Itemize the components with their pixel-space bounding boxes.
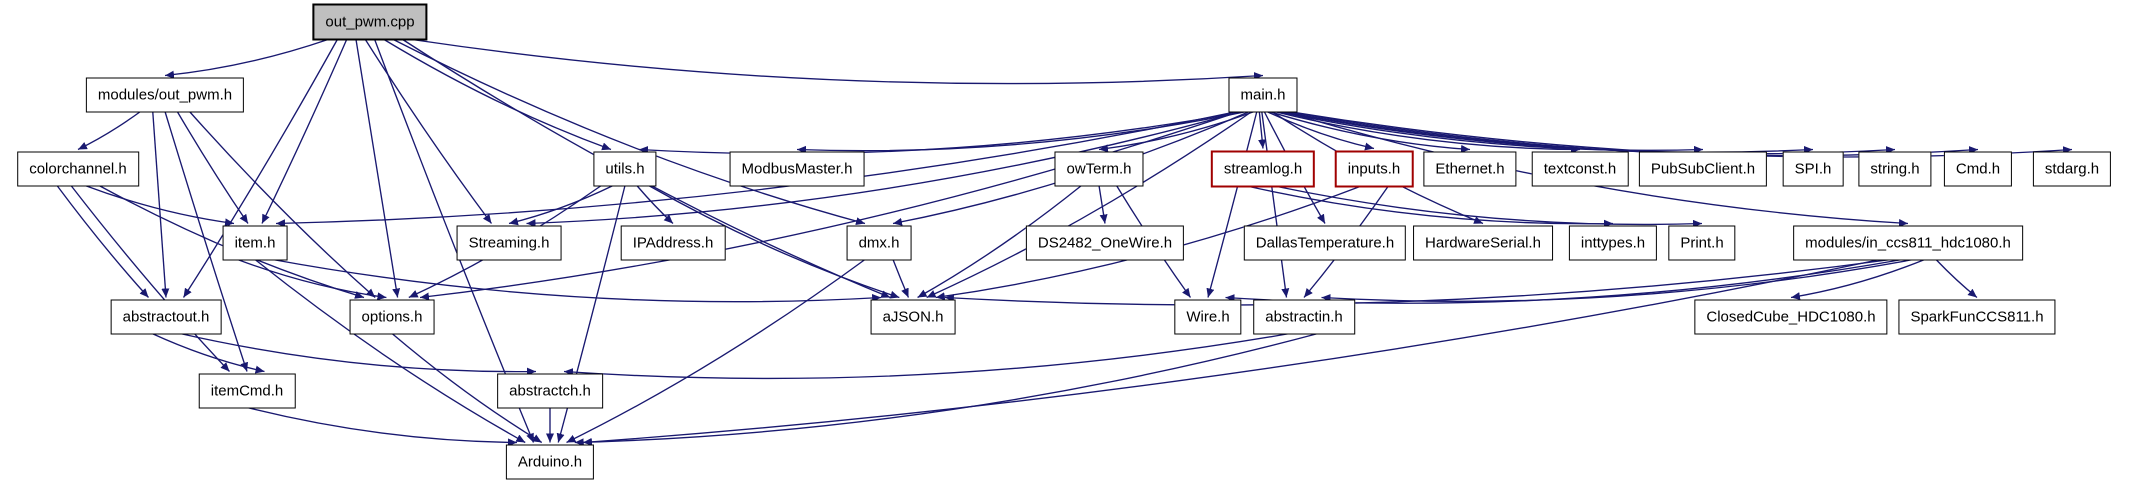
graph-node-itemcmd_h[interactable]: itemCmd.h [198, 373, 296, 409]
graph-node-options_h[interactable]: options.h [349, 299, 435, 335]
edge-main_h-ajson_h [926, 110, 1253, 299]
edge-utils_h-streaming_h [508, 184, 614, 226]
edge-abstractout_h-abstractch_h [179, 332, 537, 376]
edge-out_pwm_cpp-dmx_h [393, 38, 866, 226]
edge-main_h-wire_h [1206, 111, 1258, 298]
edge-in_ccs811_hdc1080_h-ajson_h [944, 258, 1892, 306]
edge-main_h-streamlog_h [1258, 111, 1267, 149]
graph-node-modules_out_pwm_h[interactable]: modules/out_pwm.h [85, 77, 245, 113]
graph-node-abstractin_h[interactable]: abstractin.h [1253, 299, 1355, 335]
graph-node-colorchannel_h[interactable]: colorchannel.h [17, 151, 139, 187]
graph-node-sparkfunccs811_h[interactable]: SparkFunCCS811.h [1898, 299, 2056, 335]
edge-owterm_h-ds2482_onewire_h [1098, 185, 1108, 224]
graph-node-ds2482_onewire_h[interactable]: DS2482_OneWire.h [1025, 225, 1185, 261]
edge-modules_out_pwm_h-colorchannel_h [77, 110, 141, 151]
graph-node-closedcube_hdc1080_h[interactable]: ClosedCube_HDC1080.h [1694, 299, 1888, 335]
edge-abstractout_h-itemcmd_h [151, 332, 265, 374]
edge-in_ccs811_hdc1080_h-abstractin_h [1321, 258, 1914, 303]
graph-node-modbusmaster_h[interactable]: ModbusMaster.h [729, 151, 865, 187]
graph-node-utils_h[interactable]: utils.h [593, 151, 657, 187]
graph-node-streamlog_h[interactable]: streamlog.h [1210, 150, 1316, 188]
edge-utils_h-ipaddress_h [636, 185, 674, 224]
edge-out_pwm_cpp-options_h [355, 39, 401, 298]
edge-colorchannel_h-itemcmd_h [70, 185, 230, 372]
edge-owterm_h-ajson_h [917, 184, 1082, 299]
edge-colorchannel_h-abstractout_h [56, 185, 150, 298]
edge-colorchannel_h-item_h [84, 184, 235, 227]
edge-out_pwm_cpp-streaming_h [364, 39, 493, 224]
edge-modules_out_pwm_h-item_h [176, 111, 249, 224]
edge-options_h-arduino_h [391, 332, 543, 444]
edge-streamlog_h-inttypes_h [1248, 185, 1614, 228]
graph-node-owterm_h[interactable]: owTerm.h [1054, 151, 1144, 187]
edge-item_h-arduino_h [254, 258, 526, 444]
edge-dmx_h-ajson_h [892, 259, 910, 298]
graph-node-inputs_h[interactable]: inputs.h [1334, 150, 1414, 188]
edge-main_h-pubsubclient_h [1276, 110, 1704, 154]
edge-out_pwm_cpp-modules_out_pwm_h [164, 38, 329, 79]
edge-out_pwm_cpp-item_h [261, 39, 348, 224]
graph-node-wire_h[interactable]: Wire.h [1174, 299, 1242, 335]
edge-streamlog_h-print_h [1276, 185, 1703, 228]
edge-dmx_h-arduino_h [566, 258, 866, 444]
graph-node-print_h[interactable]: Print.h [1668, 225, 1736, 261]
edge-out_pwm_cpp-abstractout_h [182, 39, 338, 298]
edge-modules_out_pwm_h-abstractout_h [152, 111, 170, 298]
edge-main_h-cmd_h [1286, 110, 1979, 157]
edge-abstractin_h-abstractch_h [563, 332, 1291, 380]
edge-itemcmd_h-arduino_h [246, 406, 518, 447]
graph-node-inttypes_h[interactable]: inttypes.h [1568, 225, 1658, 261]
graph-node-ajson_h[interactable]: aJSON.h [870, 299, 956, 335]
graph-node-dallastemperature_h[interactable]: DallasTemperature.h [1243, 225, 1407, 261]
graph-node-dmx_h[interactable]: dmx.h [846, 225, 912, 261]
graph-node-hardwareserial_h[interactable]: HardwareSerial.h [1413, 225, 1553, 261]
edge-main_h-streaming_h [526, 110, 1243, 228]
edge-item_h-ajson_h [272, 258, 882, 303]
edge-main_h-modbusmaster_h [796, 110, 1248, 154]
graph-node-string_h[interactable]: string.h [1858, 151, 1932, 187]
edge-main_h-abstractin_h [1261, 111, 1290, 298]
graph-node-ipaddress_h[interactable]: IPAddress.h [620, 225, 726, 261]
graph-node-main_h[interactable]: main.h [1228, 77, 1298, 113]
graph-node-cmd_h[interactable]: Cmd.h [1943, 151, 2013, 187]
edge-main_h-inputs_h [1266, 110, 1375, 151]
graph-node-arduino_h[interactable]: Arduino.h [505, 444, 595, 480]
edge-modules_out_pwm_h-options_h [188, 111, 376, 299]
graph-node-ethernet_h[interactable]: Ethernet.h [1423, 151, 1517, 187]
graph-node-spi_h[interactable]: SPI.h [1782, 151, 1844, 187]
graph-node-abstractch_h[interactable]: abstractch.h [497, 373, 603, 409]
edge-utils_h-ajson_h [648, 184, 900, 299]
edge-in_ccs811_hdc1080_h-closedcube_hdc1080_h [1790, 258, 1926, 300]
edge-modules_out_pwm_h-itemcmd_h [164, 111, 248, 372]
graph-node-abstractout_h[interactable]: abstractout.h [110, 299, 222, 335]
edge-in_ccs811_hdc1080_h-wire_h [1225, 258, 1903, 304]
edge-out_pwm_cpp-main_h [411, 38, 1264, 85]
edge-main_h-utils_h [638, 110, 1245, 155]
edge-abstractin_h-arduino_h [574, 332, 1319, 447]
edge-in_ccs811_hdc1080_h-arduino_h [582, 258, 1881, 446]
edge-out_pwm_cpp-utils_h [383, 38, 612, 151]
graph-node-textconst_h[interactable]: textconst.h [1531, 151, 1629, 187]
edge-main_h-options_h [419, 110, 1240, 301]
graph-node-streaming_h[interactable]: Streaming.h [456, 225, 562, 261]
graph-node-in_ccs811_hdc1080_h[interactable]: modules/in_ccs811_hdc1080.h [1793, 225, 2023, 261]
graph-node-stdarg_h[interactable]: stdarg.h [2032, 151, 2112, 187]
graph-node-pubsubclient_h[interactable]: PubSubClient.h [1638, 151, 1768, 187]
graph-node-out_pwm_cpp: out_pwm.cpp [312, 3, 428, 41]
edge-item_h-options_h [237, 258, 387, 301]
graph-node-item_h[interactable]: item.h [222, 225, 288, 261]
edge-main_h-ethernet_h [1268, 110, 1471, 153]
edge-in_ccs811_hdc1080_h-sparkfunccs811_h [1935, 259, 1978, 299]
edge-main_h-item_h [275, 110, 1238, 228]
